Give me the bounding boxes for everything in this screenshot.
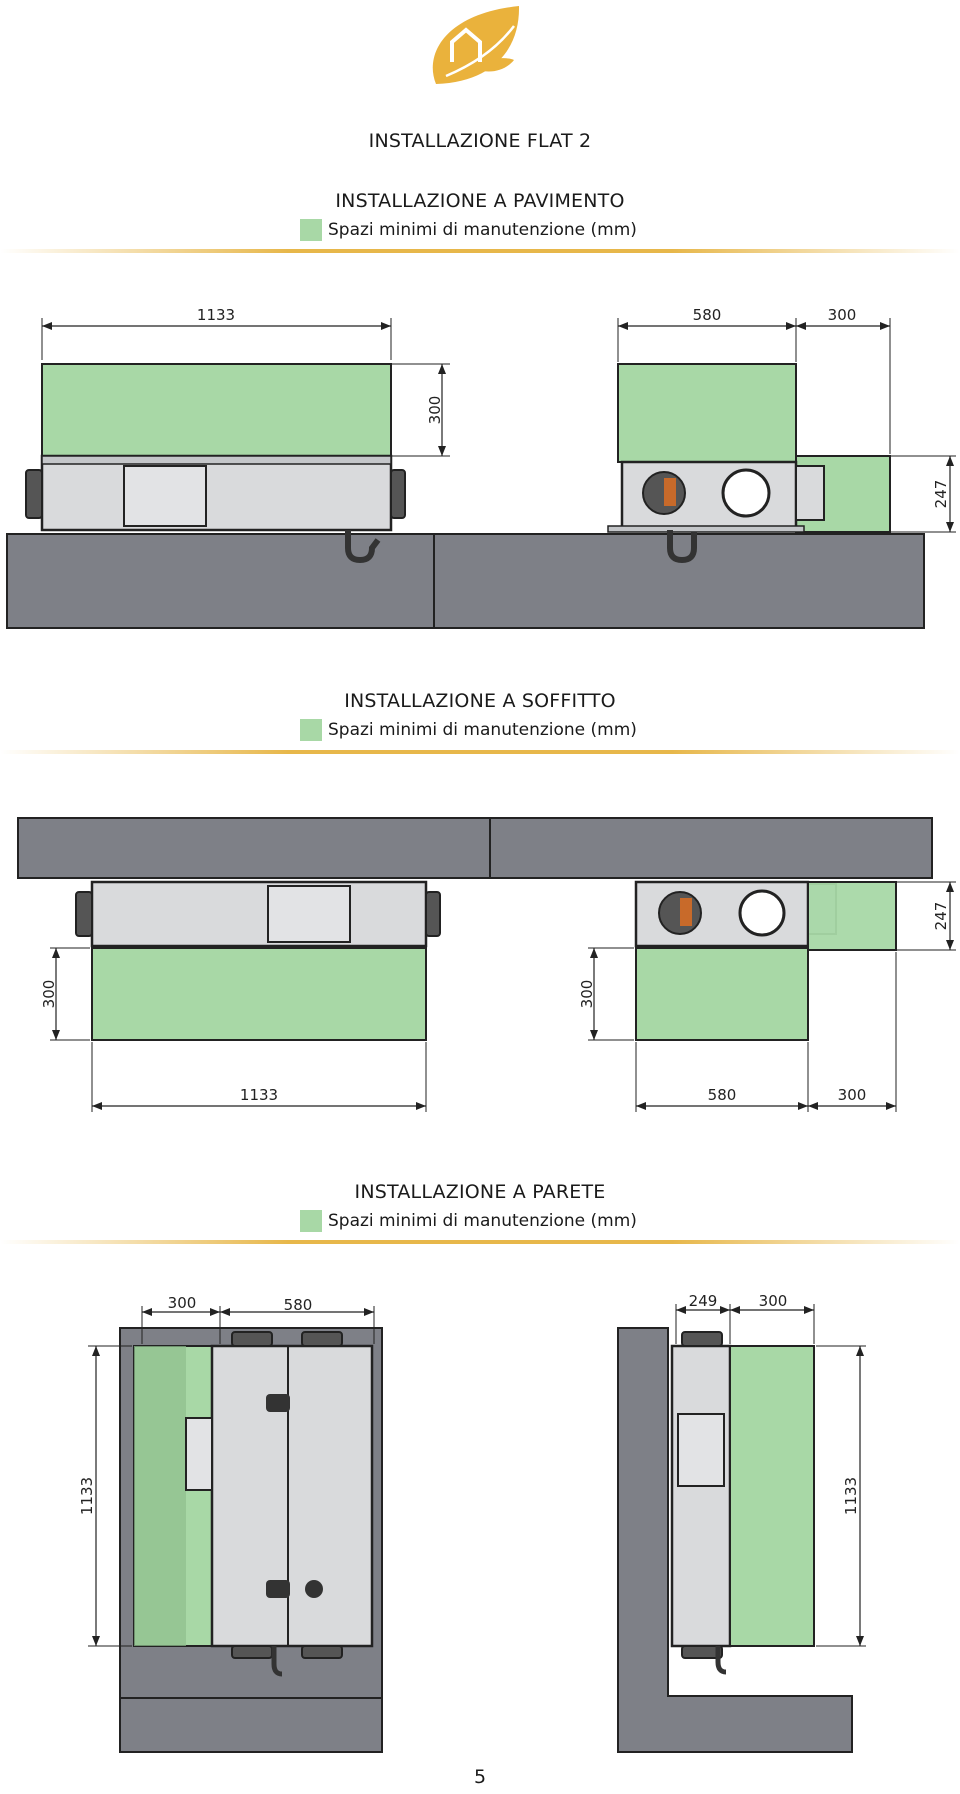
unit-access-panel	[267, 885, 351, 943]
wall-section	[617, 1327, 853, 1753]
floor-slab-right	[433, 533, 925, 629]
dim-depth: 249	[689, 1292, 718, 1310]
dim-length-left: 1133	[78, 1477, 96, 1515]
drain-siphon	[667, 530, 697, 564]
dim-length: 1133	[197, 306, 235, 324]
dim-side: 300	[828, 306, 857, 324]
duct-connector-bottom	[231, 1645, 273, 1659]
duct-outlet	[738, 889, 786, 937]
dim-height: 247	[932, 902, 950, 931]
duct-connector-bottom	[681, 1645, 723, 1659]
logo-house-outline	[450, 27, 482, 62]
dim-height: 247	[932, 480, 950, 509]
unit-body	[670, 1344, 732, 1648]
dim-width: 580	[708, 1086, 737, 1104]
duct-connector-top	[301, 1331, 343, 1347]
maintenance-zone	[807, 881, 897, 951]
dim-width: 580	[693, 306, 722, 324]
unit-body	[90, 880, 428, 948]
dim-clearance-left: 300	[40, 980, 58, 1009]
dim-width-left: 580	[284, 1296, 313, 1314]
legend-ceiling: Spazi minimi di manutenzione (mm)	[300, 719, 637, 741]
unit-access-panel	[123, 465, 207, 527]
duct-connector-right	[390, 469, 406, 519]
logo-leaf-shape	[432, 6, 520, 84]
divider-rule	[0, 1240, 960, 1244]
dim-length-right: 1133	[842, 1477, 860, 1515]
dim-clearance-right: 300	[578, 980, 596, 1009]
dim-side: 300	[838, 1086, 867, 1104]
legend-floor: Spazi minimi di manutenzione (mm)	[300, 219, 637, 241]
maintenance-swatch	[300, 219, 322, 241]
unit-base-plate	[607, 525, 805, 533]
divider-rule	[0, 750, 960, 754]
legend-label: Spazi minimi di manutenzione (mm)	[328, 720, 637, 740]
drain-siphon	[271, 1646, 283, 1677]
unit-body	[40, 454, 393, 532]
duct-connector-top	[681, 1331, 723, 1347]
unit-body	[210, 1344, 374, 1648]
page-number: 5	[473, 1766, 487, 1788]
floor-slab-left	[6, 533, 435, 629]
section-title-floor: INSTALLAZIONE A PAVIMENTO	[335, 190, 625, 212]
maintenance-zone	[729, 1345, 815, 1647]
divider-rule	[0, 249, 960, 253]
maintenance-zone	[617, 363, 797, 463]
legend-label: Spazi minimi di manutenzione (mm)	[328, 220, 637, 240]
unit-side-panel	[677, 1413, 725, 1487]
drain-siphon	[715, 1646, 727, 1675]
duct-connector-bottom	[301, 1645, 343, 1659]
dim-side-right: 300	[759, 1292, 788, 1310]
maintenance-zone	[91, 947, 427, 1041]
maintenance-swatch	[300, 1210, 322, 1232]
maintenance-zone	[635, 947, 809, 1041]
duct-connector-left	[25, 469, 43, 519]
ceiling-slab-left	[17, 817, 491, 879]
section-title-wall: INSTALLAZIONE A PARETE	[354, 1181, 606, 1203]
unit-side-panel	[185, 1417, 213, 1491]
duct-connector-right	[425, 891, 441, 937]
legend-label: Spazi minimi di manutenzione (mm)	[328, 1211, 637, 1231]
legend-wall: Spazi minimi di manutenzione (mm)	[300, 1210, 637, 1232]
drain-siphon	[345, 530, 381, 564]
dim-length: 1133	[240, 1086, 278, 1104]
section-title-ceiling: INSTALLAZIONE A SOFFITTO	[344, 690, 616, 712]
main-title: INSTALLAZIONE FLAT 2	[368, 130, 592, 152]
duct-outlet	[721, 468, 771, 518]
maintenance-swatch	[300, 719, 322, 741]
duct-connector-top	[231, 1331, 273, 1347]
dim-side-left: 300	[168, 1294, 197, 1312]
ceiling-slab-right	[489, 817, 933, 879]
control-box	[795, 465, 825, 521]
maintenance-zone	[41, 363, 392, 457]
duct-connector-left	[75, 891, 93, 937]
house-leaf-logo	[432, 6, 520, 84]
dim-clearance-top: 300	[426, 396, 444, 425]
